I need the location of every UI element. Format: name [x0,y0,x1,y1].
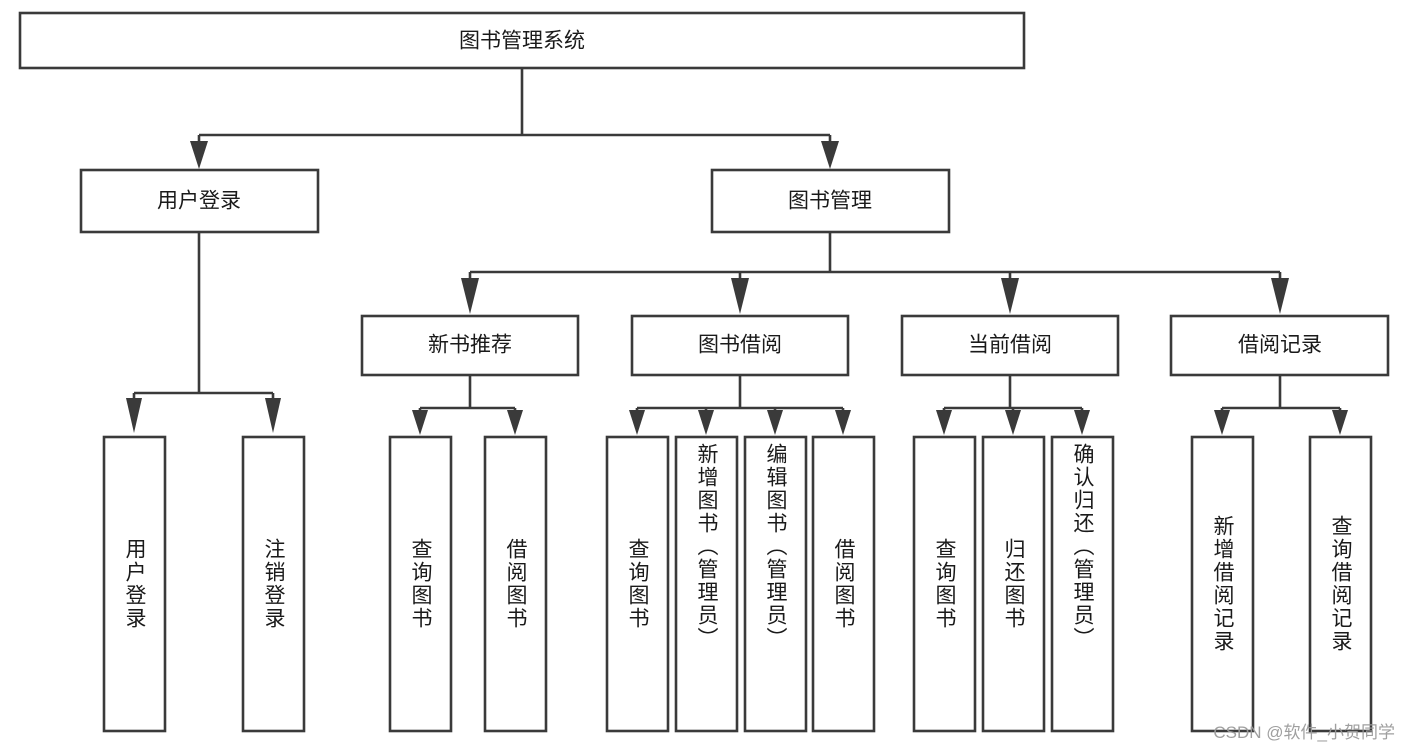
node-user-login[interactable]: 用户登录 [79,168,320,234]
connector-group-book-borrow [629,375,851,435]
node-leaf-borrow-book-1-rect[interactable] [483,435,548,733]
node-leaf-borrow-book-2-rect[interactable] [811,435,876,733]
node-borrow-record-label: 借阅记录 [1238,334,1322,357]
node-leaf-add-book-rect[interactable] [674,435,739,733]
node-book-management[interactable]: 图书管理 [710,168,951,234]
node-book-management-rect[interactable] [710,168,951,234]
node-leaf-confirm-return-rect[interactable] [1050,435,1115,733]
node-leaf-return-book-rect[interactable] [981,435,1046,733]
node-new-book-recommend-label: 新书推荐 [428,334,512,357]
arrow-head-borrow-record [1271,278,1289,314]
arrow-head-leaf-user-login [126,398,142,433]
node-root-rect[interactable] [18,11,1026,70]
node-leaf-query-book-3-rect[interactable] [912,435,977,733]
node-book-management-label: 图书管理 [788,190,872,213]
node-leaf-query-book-2-rect[interactable] [605,435,670,733]
leaf-box-group [102,435,1373,733]
arrow-head-leaf-logout-login [265,398,281,433]
node-borrow-record[interactable]: 借阅记录 [1169,314,1390,377]
connector-group-book-management [461,232,1289,314]
arrow-head-leaf-query-book-1 [412,410,428,435]
node-book-borrow-label: 图书借阅 [698,334,782,357]
arrow-head-leaf-edit-book [767,410,783,435]
arrow-head-leaf-query-book-2 [629,410,645,435]
connector-group-current-borrow [936,375,1090,435]
arrow-head-leaf-add-book [698,410,714,435]
node-root-label: 图书管理系统 [459,30,585,53]
connector-group-borrow-record [1214,375,1348,435]
node-leaf-user-login-rect[interactable] [102,435,167,733]
node-current-borrow-label: 当前借阅 [968,334,1052,357]
connector-group-new-book-recommend [412,375,523,435]
node-leaf-edit-book-rect[interactable] [743,435,808,733]
node-leaf-query-borrow-record-rect[interactable] [1308,435,1373,733]
node-new-book-recommend[interactable]: 新书推荐 [360,314,580,377]
node-borrow-record-rect[interactable] [1169,314,1390,377]
node-new-book-recommend-rect[interactable] [360,314,580,377]
connector-group-user-login [126,232,281,433]
node-leaf-add-borrow-record-rect[interactable] [1190,435,1255,733]
node-book-borrow-rect[interactable] [630,314,850,377]
arrow-head-leaf-return-book [1005,410,1021,435]
node-leaf-query-book-1-rect[interactable] [388,435,453,733]
node-root[interactable]: 图书管理系统 [18,11,1026,70]
arrow-head-leaf-query-borrow-record [1332,410,1348,435]
arrow-head-current-borrow [1001,278,1019,314]
arrow-head-user-login [190,141,208,169]
node-current-borrow[interactable]: 当前借阅 [900,314,1120,377]
node-current-borrow-rect[interactable] [900,314,1120,377]
arrow-head-leaf-query-book-3 [936,410,952,435]
arrow-head-book-borrow [731,278,749,314]
arrow-head-book-management [821,141,839,169]
arrow-head-new-book-recommend [461,278,479,314]
node-user-login-rect[interactable] [79,168,320,234]
node-leaf-logout-login-rect[interactable] [241,435,306,733]
node-user-login-label: 用户登录 [157,190,241,213]
arrow-head-leaf-confirm-return [1074,410,1090,435]
arrow-head-leaf-add-borrow-record [1214,410,1230,435]
arrow-head-leaf-borrow-book-2 [835,410,851,435]
connector-group-root [190,68,839,169]
arrow-head-leaf-borrow-book-1 [507,410,523,435]
node-book-borrow[interactable]: 图书借阅 [630,314,850,377]
